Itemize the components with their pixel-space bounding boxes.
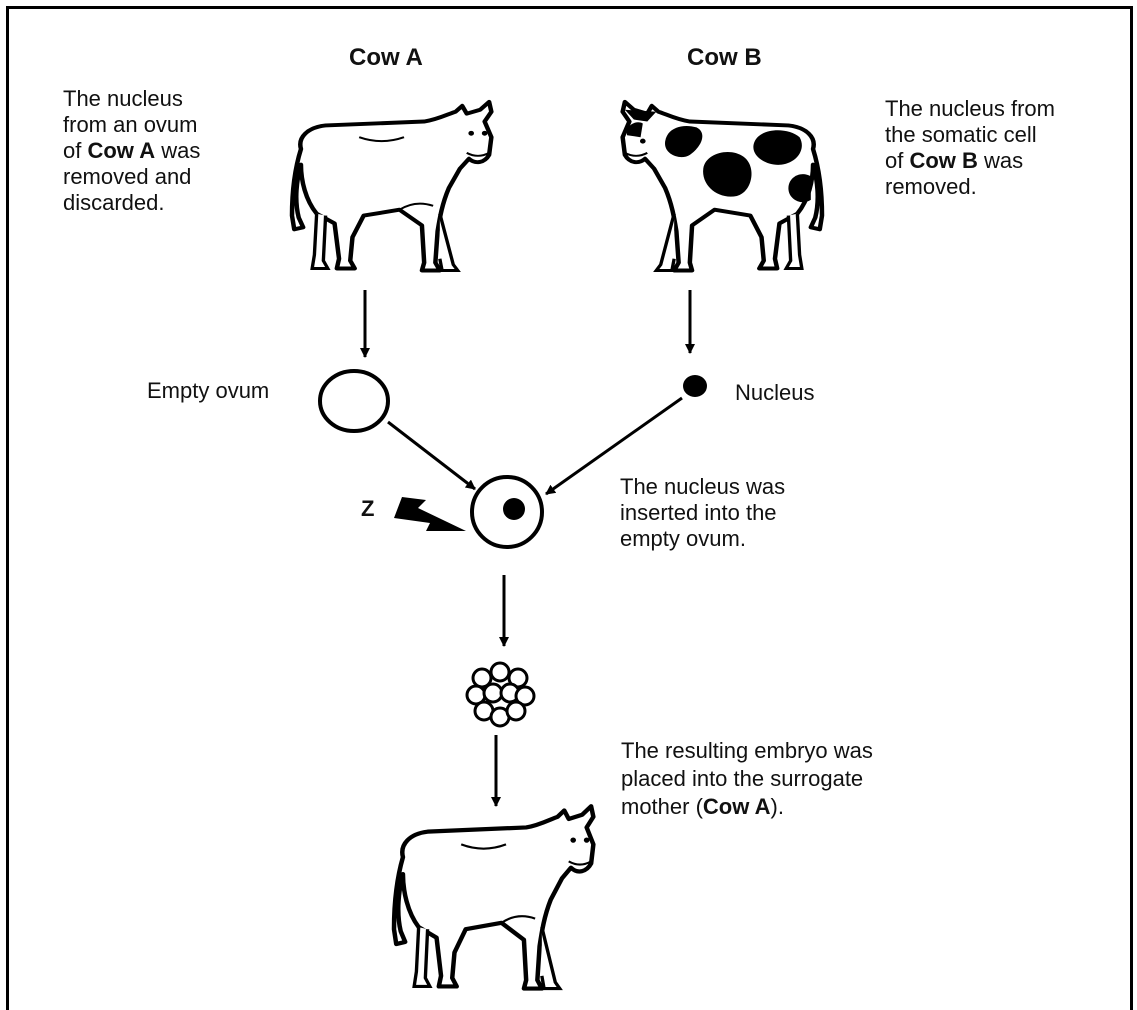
electric-shock-icon xyxy=(394,497,466,531)
surrogate-cow-a-illustration xyxy=(394,806,593,988)
cow-b-line-4: removed. xyxy=(885,174,977,199)
embryo-line-1: The resulting embryo was xyxy=(621,738,873,763)
insert-line-3: empty ovum. xyxy=(620,526,746,551)
empty-ovum xyxy=(320,371,388,431)
embryo-line-2: placed into the surrogate xyxy=(621,766,863,791)
cow-a-line-1: The nucleus xyxy=(63,86,183,111)
embryo-line-3: mother (Cow A). xyxy=(621,794,784,819)
cow-a-line-4: removed and xyxy=(63,164,191,189)
inserted-nucleus xyxy=(503,498,525,520)
empty-ovum-label: Empty ovum xyxy=(147,378,269,403)
nucleus-label: Nucleus xyxy=(735,380,814,405)
z-label: Z xyxy=(361,496,374,521)
cow-a-illustration xyxy=(292,102,491,271)
embryo-cluster xyxy=(467,663,534,726)
cow-b-title: Cow B xyxy=(687,44,762,72)
arrow-empty-ovum-to-cell xyxy=(388,422,475,489)
cow-a-line-3: of Cow A was xyxy=(63,138,200,163)
cow-b-illustration xyxy=(623,102,822,271)
cow-a-line-2: from an ovum xyxy=(63,112,198,137)
cow-a-title: Cow A xyxy=(349,44,423,72)
insert-line-2: inserted into the xyxy=(620,500,777,525)
nucleus-dot xyxy=(683,375,707,397)
insert-line-1: The nucleus was xyxy=(620,474,785,499)
cow-a-line-5: discarded. xyxy=(63,190,165,215)
cow-b-line-1: The nucleus from xyxy=(885,96,1055,121)
cow-b-line-3: of Cow B was xyxy=(885,148,1023,173)
cow-b-line-2: the somatic cell xyxy=(885,122,1037,147)
